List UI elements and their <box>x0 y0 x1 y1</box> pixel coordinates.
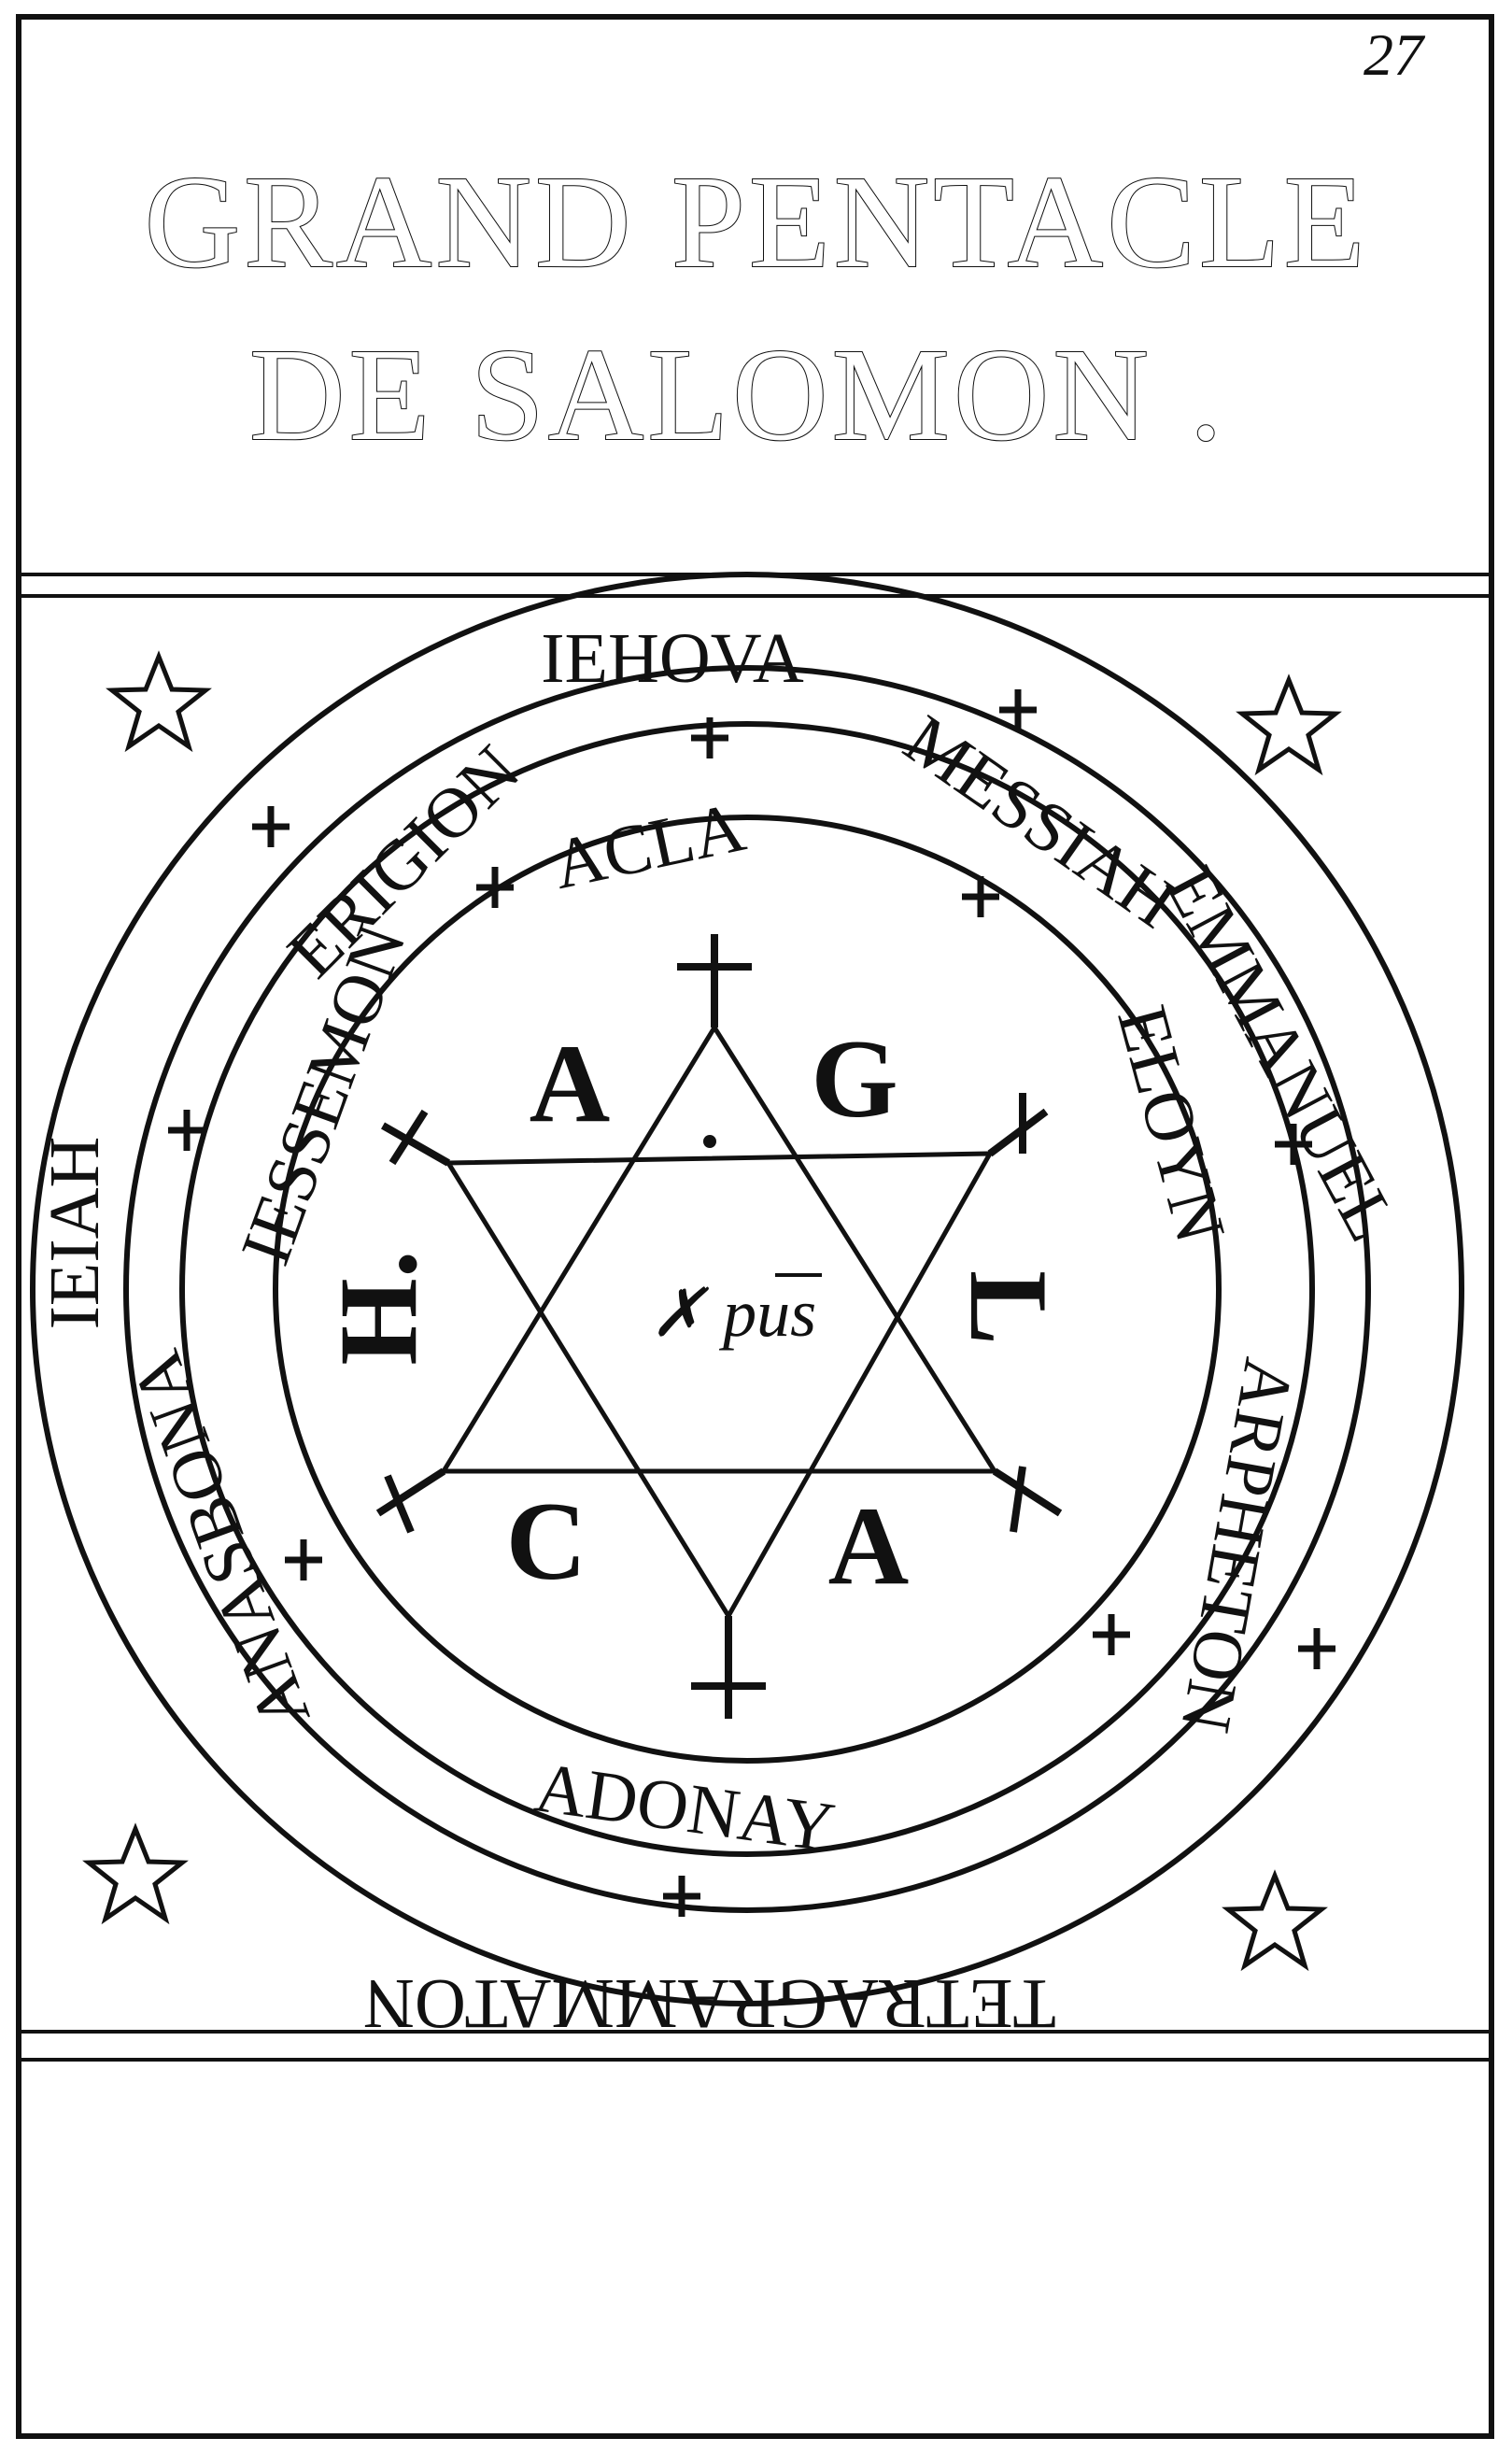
outer-name-lower-right: ARPHETON <box>1166 1353 1308 1737</box>
ring-cross <box>1093 1614 1130 1655</box>
page-number: 27 <box>1364 21 1426 88</box>
point-cross-lower-left <box>375 1467 446 1534</box>
ring-cross <box>962 876 999 917</box>
page-border <box>16 14 1494 2439</box>
title-line-2: DE SALOMON . <box>249 320 1226 468</box>
star-top-left <box>112 657 205 746</box>
star-letter-left: H. <box>316 1250 440 1365</box>
ring-cross <box>252 806 290 847</box>
point-cross-upper-left <box>381 1109 450 1167</box>
inner-name-upper-right: MESSIAH <box>891 700 1191 943</box>
star-letter-upper-right: G <box>811 1016 897 1141</box>
center-dot <box>703 1135 716 1148</box>
outer-name-bottom: TETRAGRAMMATON <box>363 1964 1056 2043</box>
star-letter-right: L <box>947 1270 1071 1345</box>
star-bottom-left <box>89 1829 182 1919</box>
star-letter-lower-left: C <box>506 1479 587 1603</box>
point-cross-upper-right <box>987 1093 1049 1157</box>
inner-name-right: ELOYN <box>1102 998 1240 1250</box>
star-top-right <box>1242 680 1335 770</box>
outer-ring-inner-circle <box>123 665 1371 1913</box>
outer-circle <box>30 572 1464 2006</box>
star-letter-upper-left: A <box>530 1021 611 1145</box>
inner-ring-outer-circle <box>179 721 1315 1857</box>
point-cross-top <box>677 934 752 1028</box>
star-bottom-right <box>1228 1876 1321 1965</box>
outer-name-left: IEIAH <box>35 1137 114 1330</box>
inner-name-top: ACLA <box>546 787 752 904</box>
hexagram-triangle-up <box>439 1023 999 1474</box>
hexagram-triangle-down <box>444 1151 995 1621</box>
center-inscription: ✗ pus <box>650 1276 816 1351</box>
ring-cross <box>285 1539 322 1580</box>
title-line-1: GRAND PENTACLE <box>145 148 1369 295</box>
point-cross-bottom <box>691 1616 766 1719</box>
point-cross-lower-right <box>992 1466 1063 1533</box>
star-letter-lower-right: A <box>828 1483 910 1608</box>
outer-name-top: IEHOVA <box>541 619 804 698</box>
ring-cross <box>1298 1628 1335 1669</box>
inner-circle <box>273 815 1222 1764</box>
